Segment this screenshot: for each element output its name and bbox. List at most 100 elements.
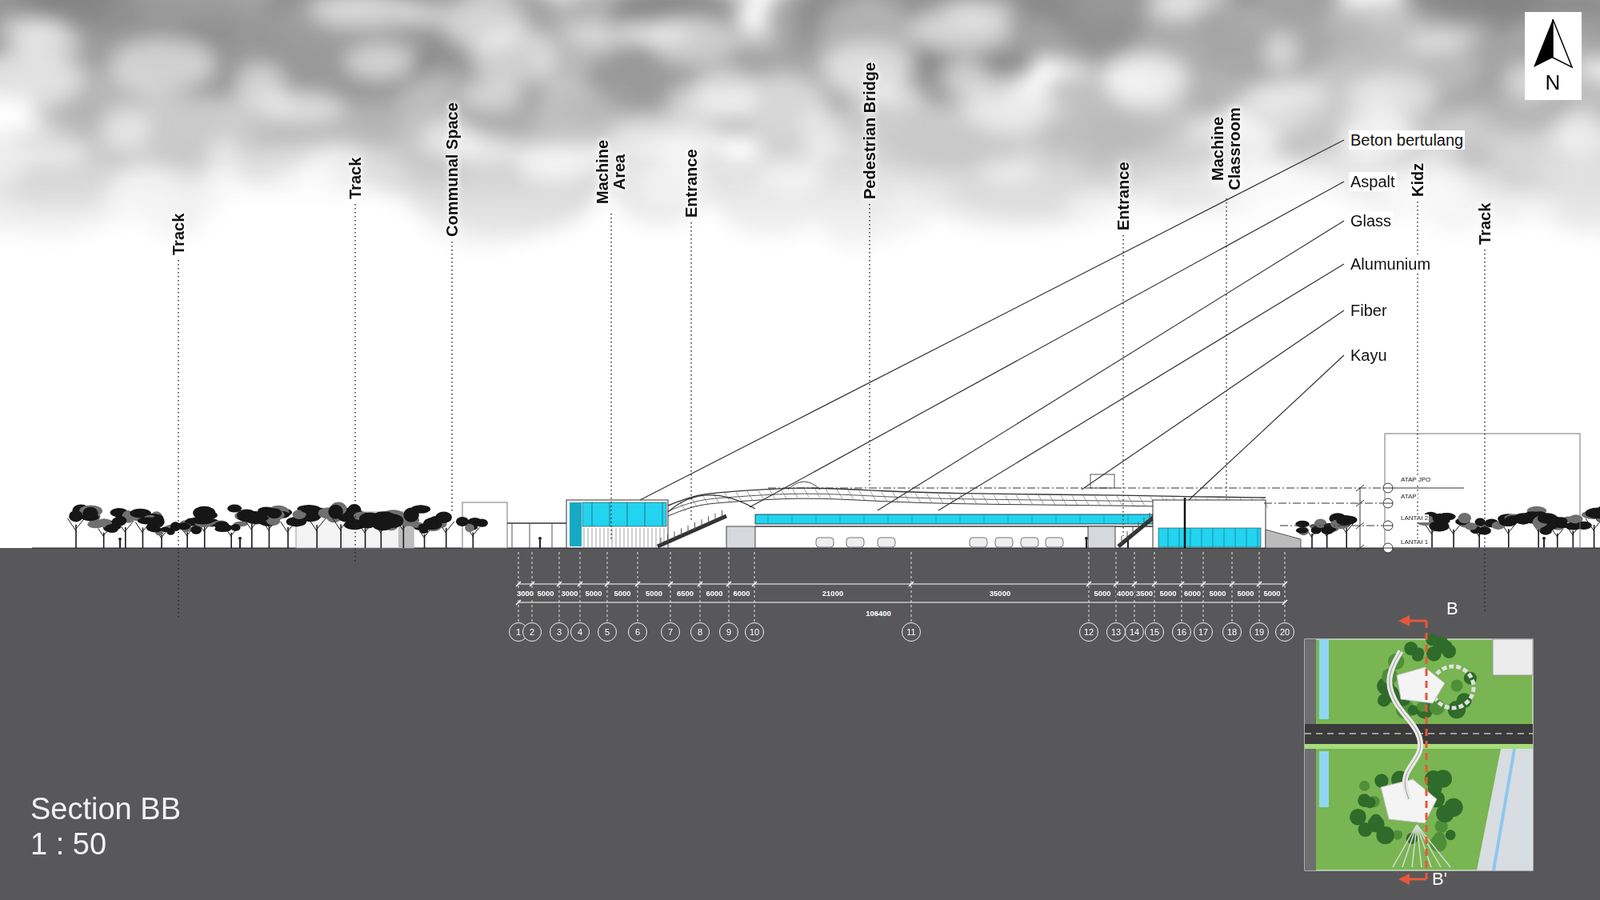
station-section bbox=[512, 523, 513, 548]
station-section bbox=[632, 528, 633, 548]
station-section bbox=[726, 526, 756, 548]
level-marker bbox=[1264, 503, 1383, 504]
tree-silhouette bbox=[67, 502, 1600, 548]
station-section bbox=[1027, 495, 1033, 505]
tree-silhouette bbox=[436, 511, 452, 523]
tree-silhouette bbox=[403, 508, 420, 523]
station-section bbox=[1138, 522, 1140, 531]
tree-silhouette bbox=[1555, 516, 1568, 526]
key-plan bbox=[1493, 748, 1515, 871]
station-section bbox=[846, 537, 864, 548]
key-plan bbox=[1412, 824, 1417, 868]
tree-silhouette bbox=[98, 528, 104, 537]
cloud-sky bbox=[1104, 51, 1192, 108]
grid-number: 4 bbox=[577, 628, 583, 637]
cloud-sky bbox=[111, 37, 215, 92]
zone-leader bbox=[354, 204, 356, 562]
station-section bbox=[877, 537, 896, 548]
grid-bubble: 18 bbox=[1222, 622, 1242, 642]
grid-bubble: 16 bbox=[1172, 622, 1192, 642]
station-section bbox=[721, 510, 723, 518]
cloud-sky bbox=[420, 0, 601, 51]
station-section bbox=[1080, 514, 1081, 524]
cloud-sky bbox=[1197, 0, 1332, 85]
station-section bbox=[1265, 529, 1301, 548]
section-mark: B bbox=[1446, 600, 1459, 618]
key-plan bbox=[1396, 667, 1445, 704]
station-section bbox=[848, 489, 854, 500]
drawing-title: Section BB bbox=[30, 793, 181, 824]
cloud-sky bbox=[1035, 112, 1160, 159]
dimension-value: 5000 bbox=[584, 588, 603, 598]
cloud-sky bbox=[964, 76, 1053, 133]
station-section bbox=[816, 537, 834, 548]
zone-leader bbox=[177, 260, 179, 618]
tree-silhouette bbox=[1581, 504, 1600, 548]
tree-silhouette bbox=[1464, 518, 1499, 548]
grid-number: 1 bbox=[516, 628, 521, 637]
station-section bbox=[694, 522, 696, 530]
station-section bbox=[1144, 517, 1145, 526]
tree-silhouette bbox=[137, 516, 159, 524]
dimension-value: 5000 bbox=[1092, 588, 1112, 598]
station-section bbox=[825, 488, 832, 499]
tree-silhouette bbox=[456, 516, 488, 548]
grid-bubble: 4 bbox=[570, 622, 590, 642]
station-section bbox=[803, 487, 809, 497]
tree-silhouette bbox=[1336, 515, 1355, 526]
tree-silhouette bbox=[192, 506, 216, 520]
station-section bbox=[652, 528, 653, 548]
grid-bubble: 14 bbox=[1124, 622, 1144, 642]
zone-leader bbox=[1416, 201, 1418, 541]
grid-bubble: 15 bbox=[1144, 622, 1164, 642]
tree-silhouette bbox=[243, 511, 268, 524]
material-callout: Alumunium bbox=[1348, 254, 1432, 274]
grid-number: 11 bbox=[906, 628, 916, 637]
station-section bbox=[1128, 496, 1134, 506]
tree-silhouette bbox=[238, 536, 242, 540]
cloud-sky bbox=[458, 80, 522, 112]
key-plan bbox=[1304, 639, 1533, 871]
station-section bbox=[507, 474, 1301, 548]
north-arrow bbox=[1533, 19, 1553, 68]
key-plan bbox=[1492, 639, 1533, 676]
station-section bbox=[888, 514, 889, 524]
key-plan bbox=[1416, 824, 1441, 868]
station-section bbox=[1235, 528, 1236, 548]
ground bbox=[0, 548, 1600, 900]
station-section bbox=[628, 528, 629, 548]
station-section bbox=[1105, 496, 1112, 506]
tree-silhouette bbox=[176, 522, 191, 530]
level-marker bbox=[1384, 433, 1580, 548]
key-plan bbox=[1358, 822, 1373, 837]
side-structure bbox=[296, 502, 508, 548]
tree-silhouette bbox=[110, 508, 152, 548]
station-section bbox=[616, 528, 617, 548]
grid-bubble: 11 bbox=[901, 622, 921, 642]
cloud-sky bbox=[0, 51, 81, 109]
tree-silhouette bbox=[68, 510, 83, 523]
key-plan bbox=[1364, 796, 1376, 808]
station-section bbox=[1083, 496, 1089, 506]
level-marker bbox=[1356, 500, 1364, 507]
station-section bbox=[691, 496, 697, 507]
station-section bbox=[937, 493, 944, 504]
dimension-line bbox=[532, 552, 533, 622]
dimension-value: 5000 bbox=[644, 588, 664, 598]
station-section bbox=[969, 537, 988, 548]
tree-silhouette bbox=[1543, 540, 1545, 548]
zone-leader bbox=[1484, 249, 1485, 612]
grid-bubble: 10 bbox=[744, 622, 764, 642]
station-section bbox=[566, 500, 668, 548]
station-section bbox=[859, 490, 865, 500]
station-section bbox=[529, 523, 531, 548]
zone-label: Pedestrian Bridge bbox=[861, 62, 879, 200]
grid-number: 7 bbox=[668, 628, 673, 637]
station-section bbox=[636, 528, 637, 548]
key-plan bbox=[1359, 780, 1370, 792]
dimension-line bbox=[607, 552, 608, 622]
station-section bbox=[627, 502, 628, 527]
cloud-sky bbox=[264, 92, 344, 124]
station-section bbox=[1128, 514, 1129, 524]
zone-label: Entrance bbox=[683, 148, 700, 218]
